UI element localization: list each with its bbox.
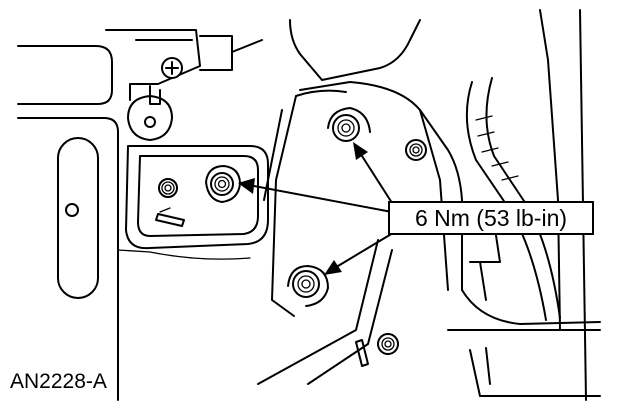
- torque-spec-label: 6 Nm (53 lb-in): [414, 204, 568, 231]
- bolt-icon: [205, 165, 241, 203]
- figure-id-label: AN2228-A: [10, 370, 107, 393]
- torque-callout: 6 Nm (53 lb-in): [388, 201, 594, 235]
- bolt-icon: [405, 139, 427, 161]
- bolt-icon: [327, 107, 371, 142]
- right-housing: [257, 19, 601, 397]
- upper-bracket: [105, 29, 263, 141]
- bolt-icon: [377, 333, 399, 355]
- bolt-icon: [287, 265, 329, 307]
- bolt-icon: [161, 57, 183, 79]
- arrow-icon: [324, 229, 399, 275]
- arrow-icon: [353, 142, 395, 207]
- arrow-icon: [238, 178, 393, 213]
- left-panel: [17, 45, 251, 401]
- bolt-icon: [158, 178, 178, 198]
- mounting-plate: [125, 145, 269, 250]
